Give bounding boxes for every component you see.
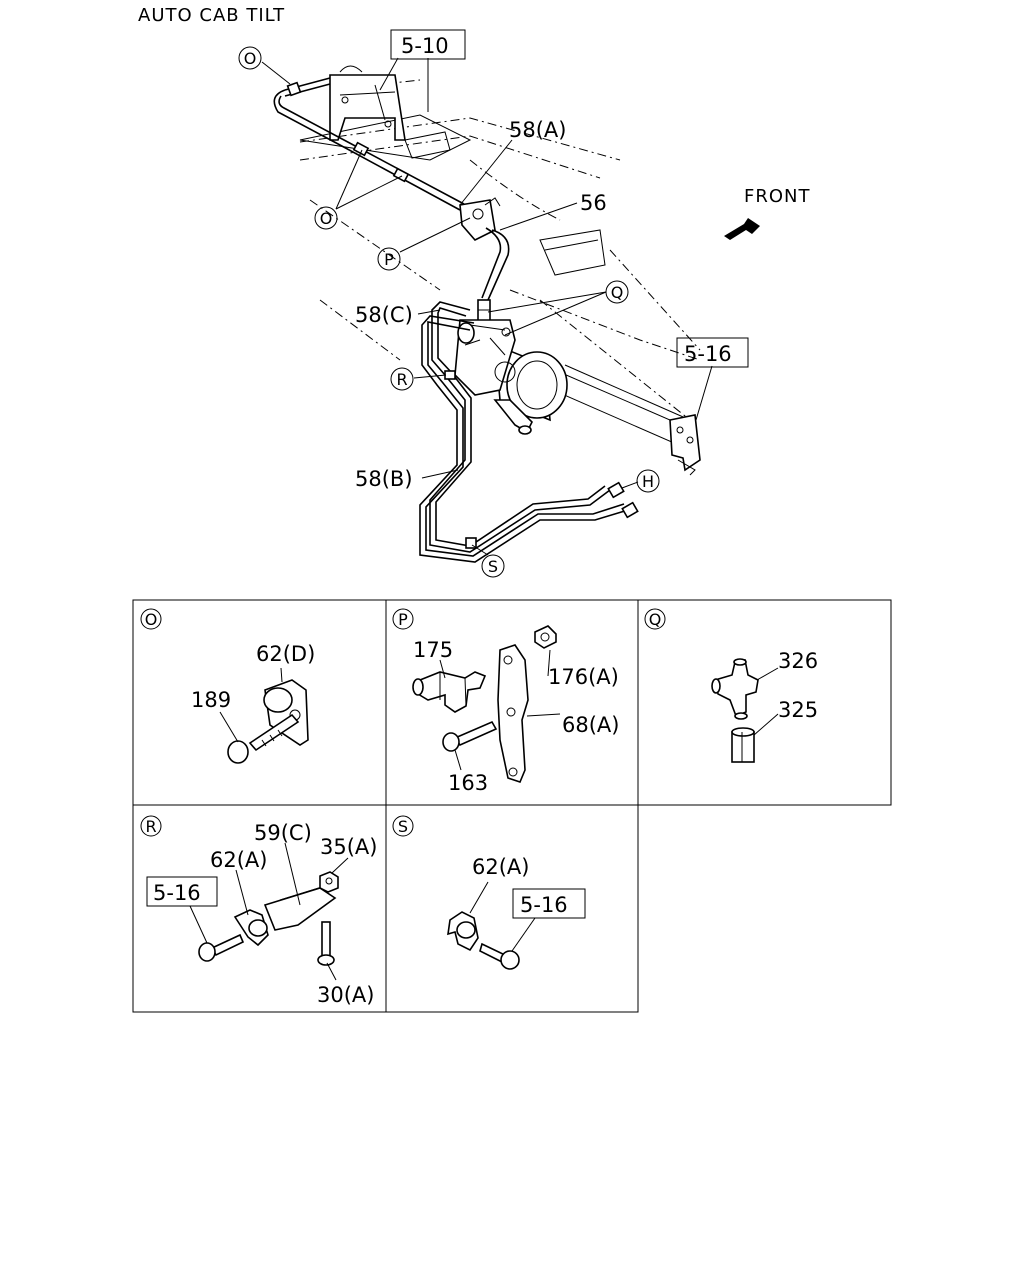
front-arrow-icon <box>724 218 760 240</box>
detail-o-letter: O <box>145 610 158 629</box>
circle-callout-r: R <box>396 370 407 389</box>
detail-o-label-189: 189 <box>191 688 231 712</box>
main-assembly-drawing <box>261 57 713 563</box>
detail-q-letter: Q <box>649 610 662 629</box>
detail-p-letter: P <box>398 610 408 629</box>
detail-r: R 5-16 59(C) 35(A) 62(A) 30(A) <box>140 815 377 1007</box>
circle-callout-s: S <box>488 557 498 576</box>
detail-q-label-325: 325 <box>778 698 818 722</box>
circle-callout-o-mid: O <box>320 209 333 228</box>
ref-5-16-label: 5-16 <box>684 342 732 366</box>
ref-5-10-label: 5-10 <box>401 34 449 58</box>
detail-o-label-62d: 62(D) <box>256 642 315 666</box>
diagram-title: AUTO CAB TILT <box>138 5 285 26</box>
detail-q-label-326: 326 <box>778 649 818 673</box>
part-58c-label: 58(C) <box>355 303 413 327</box>
circle-callout-h: H <box>642 472 654 491</box>
detail-grid <box>132 599 892 1013</box>
circle-callout-o-top: O <box>244 49 257 68</box>
detail-s-letter: S <box>398 817 408 836</box>
detail-p-label-175: 175 <box>413 638 453 662</box>
part-58b-label: 58(B) <box>355 467 413 491</box>
front-label: FRONT <box>744 186 811 207</box>
circle-callout-q: Q <box>611 283 624 302</box>
detail-p-label-163: 163 <box>448 771 488 795</box>
part-58a-label: 58(A) <box>509 118 566 142</box>
detail-r-label-59c: 59(C) <box>254 821 312 845</box>
detail-s-label-5-16: 5-16 <box>520 893 568 917</box>
detail-o: O 62(D) 189 <box>140 608 315 764</box>
detail-p: P 175 176(A) 68(A) 163 <box>392 608 619 795</box>
detail-p-label-176a: 176(A) <box>548 665 619 689</box>
circle-callout-p: P <box>384 250 394 269</box>
detail-r-label-62a: 62(A) <box>210 848 267 872</box>
detail-p-label-68a: 68(A) <box>562 713 619 737</box>
detail-r-label-35a: 35(A) <box>320 835 377 859</box>
detail-r-label-30a: 30(A) <box>317 983 374 1007</box>
detail-r-letter: R <box>145 817 156 836</box>
pump-motor <box>454 319 568 435</box>
detail-s-label-62a: 62(A) <box>472 855 529 879</box>
detail-r-label-5-16: 5-16 <box>153 881 201 905</box>
part-56-label: 56 <box>580 191 607 215</box>
detail-s: S 5-16 62(A) <box>392 815 586 970</box>
detail-q: Q 326 325 <box>644 608 818 763</box>
